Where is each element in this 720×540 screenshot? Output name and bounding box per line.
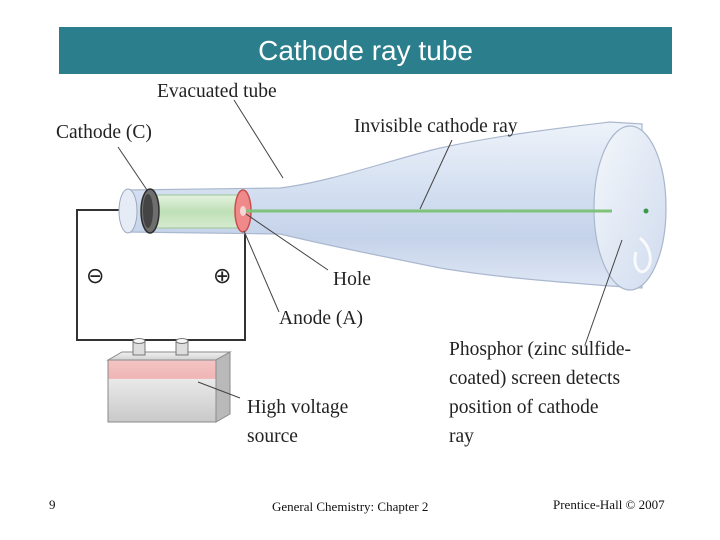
slide-number: 9 <box>49 497 56 512</box>
title-bar: Cathode ray tube <box>59 27 672 74</box>
label-anode: Anode (A) <box>279 308 363 329</box>
label-phosphor-line4: ray <box>449 426 474 447</box>
label-phosphor-line2: coated) screen detects <box>449 368 620 389</box>
label-invisible-cathode-ray: Invisible cathode ray <box>354 116 518 137</box>
label-minus-terminal: ⊖ <box>86 263 104 288</box>
leader-invisible-ray <box>419 139 453 210</box>
label-plus-terminal: ⊕ <box>213 263 231 288</box>
evacuated-tube-glass <box>127 121 643 289</box>
label-hole: Hole <box>333 269 371 290</box>
label-high-voltage-line1: High voltage <box>247 397 348 418</box>
label-phosphor-line3: position of cathode <box>449 397 598 418</box>
anode-hole <box>240 206 246 216</box>
leader-phosphor <box>584 239 623 346</box>
leader-cathode <box>117 146 148 191</box>
leader-high-voltage <box>197 381 241 399</box>
circuit-wire <box>76 209 246 341</box>
footer-course: General Chemistry: Chapter 2 <box>272 499 429 514</box>
label-evacuated-tube: Evacuated tube <box>157 81 277 102</box>
phosphor-screen <box>593 125 667 291</box>
footer-copyright: Prentice-Hall © 2007 <box>553 497 665 512</box>
label-phosphor-line1: Phosphor (zinc sulfide- <box>449 339 631 360</box>
label-cathode: Cathode (C) <box>56 122 152 143</box>
leader-anode <box>243 230 280 313</box>
leader-hole <box>245 213 329 271</box>
accelerating-region <box>149 194 243 229</box>
label-high-voltage-line2: source <box>247 426 298 447</box>
tube-left-cap <box>118 188 138 234</box>
high-voltage-battery <box>106 338 232 423</box>
leader-evacuated-tube <box>233 99 284 179</box>
slide-title: Cathode ray tube <box>258 35 473 66</box>
phosphor-spot <box>643 208 649 214</box>
